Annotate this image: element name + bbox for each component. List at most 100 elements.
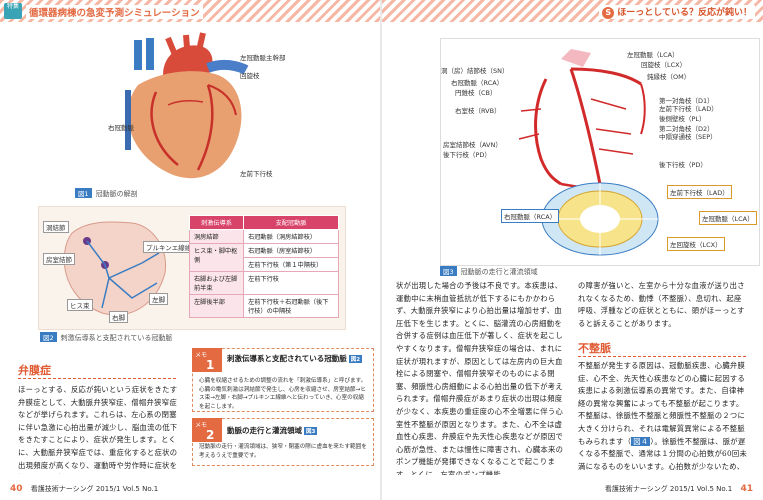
table-header-row: 刺激伝導系 支配冠動脈 — [188, 215, 339, 230]
table-header: 刺激伝導系 — [188, 215, 245, 230]
table-cell: 左前下行枝＋右冠動脈（後下行枝）の中隔枝 — [243, 294, 339, 318]
table-row: 右脚および左脚前半束 左前下行枝 — [188, 271, 339, 295]
page-gutter — [380, 0, 383, 500]
fig3-caption-num: 図3 — [440, 266, 457, 276]
table-row: 左前下行枝（第１中隔枝） — [190, 257, 339, 272]
territory-label-lca: 左冠動脈（LCA） — [699, 211, 757, 225]
fig1-caption-text: 冠動脈の解剖 — [95, 190, 138, 198]
header-s-icon: S — [602, 7, 615, 19]
fig2-caption-text: 刺激伝導系と支配されている冠動脈 — [60, 334, 173, 342]
fig3-label-d1: 第一対角枝（D1） — [659, 97, 714, 105]
table-row: 洞房結節 右冠動脈（洞房結節枝） — [188, 229, 339, 244]
table-cell: ヒス束・脚中枢側 — [188, 243, 245, 272]
body-text-right-bottom: 不整脈が発生する原因は、冠動脈疾患、心臓弁膜症、心不全、先天性心疾患などの心臓に… — [578, 360, 748, 475]
conduction-table: 刺激伝導系 支配冠動脈 洞房結節 右冠動脈（洞房結節枝） ヒス束・脚中枢側 右冠… — [188, 215, 339, 318]
fig2-label-purkinje: プルキンエ線維 — [143, 241, 195, 253]
fig3-label-pl: 後側壁枝（PL） — [659, 115, 706, 123]
territory-label-rca: 右冠動脈（RCA） — [501, 209, 560, 223]
svg-text:1: 1 — [206, 358, 214, 372]
footer-journal-left: 看護技術ナーシング 2015/1 Vol.5 No.1 — [30, 485, 159, 493]
memo-tag-icon: メモ1 — [192, 348, 222, 372]
svg-text:メモ: メモ — [195, 422, 207, 429]
memo2-badge: 図3 — [304, 427, 318, 435]
fig3-label-pd-right: 後下行枝（PD） — [659, 161, 707, 169]
fig3-label-d2: 第二対角枝（D2） — [659, 125, 714, 133]
fig2-label-lbb: 左脚 — [149, 293, 168, 305]
arrhythmia-para-2: 不整脈は、徐脈性不整脈と頻脈性不整脈の２つに大きく分けられ、それは電解質異常によ… — [578, 411, 746, 446]
svg-text:メモ: メモ — [195, 352, 207, 359]
page-number-right: 41 — [740, 484, 753, 494]
table-cell: 右冠動脈（房室結節枝） — [243, 243, 339, 258]
table-row: ヒス束・脚中枢側 右冠動脈（房室結節枝） — [188, 243, 339, 272]
fig1-caption-num: 図1 — [75, 188, 92, 198]
body-text-left: ほーっとする、反応が鈍いという症状をきたす弁膜症として、大動脈弁狭窄症、僧帽弁狭… — [18, 385, 178, 474]
arrhythmia-para-1: 不整脈が発生する原因は、冠動脈疾患、心臓弁膜症、心不全、先天性心疾患などの心臓に… — [578, 361, 746, 408]
fig3-label-rvb: 右室枝（RVB） — [455, 107, 501, 115]
fig2-label-rbb: 右脚 — [109, 311, 128, 323]
table-row: 左脚後半部 左前下行枝＋右冠動脈（後下行枝）の中隔枝 — [188, 294, 339, 318]
table-cell: 右冠動脈（洞房結節枝） — [243, 229, 339, 244]
heart-illustration — [125, 32, 249, 179]
page-number-left: 40 — [10, 484, 23, 494]
fig3-label-sep: 中隔穿通枝（SEP） — [659, 133, 717, 141]
fig3-label-lca: 左冠動脈（LCA） — [627, 51, 679, 59]
section-title-arrhythmia: 不整脈 — [578, 342, 611, 355]
body-text-middle: 状が出現した場合の予後は不良です。本疾患は、運動中に末梢血管抵抗が低下するにもか… — [396, 281, 564, 475]
memo1-title: 刺激伝導系と支配されている冠動脈図2 — [227, 353, 369, 364]
memo2-text: 冠動脈の走行・灌流領域は、狭窄・閉塞の際に虚血を来たす範囲を考えるうえで重要です… — [199, 444, 367, 459]
table-cell: 右脚および左脚前半束 — [188, 271, 245, 295]
fig2-label-sa: 洞結節 — [43, 221, 69, 233]
fig2-caption-num: 図2 — [40, 332, 57, 342]
fig3-label-lcx: 回旋枝（LCX） — [641, 61, 687, 69]
perfusion-territory-diagram — [541, 182, 659, 256]
table-cell: 左前下行枝 — [243, 271, 339, 295]
conduction-system-illustration — [63, 221, 167, 316]
fig2-label-av: 房室結節 — [43, 253, 75, 265]
fig3-label-rca: 右冠動脈（RCA） — [451, 79, 504, 87]
section-title-valve: 弁膜症 — [18, 364, 51, 377]
fig3-label-om: 鈍縁枝（OM） — [647, 73, 691, 81]
header-right-text: ほーっとしている？反応が鈍い！ — [617, 8, 752, 18]
body-text-right-top: の障害が強いと、左室から十分な血液が送り出されなくなるため、動悸（不整脈）、息切… — [578, 281, 745, 328]
left-page: 特集 循環器病棟の急変予測シミュレーション 左冠動脈主幹部 回旋枝 右冠動脈 左… — [0, 0, 381, 500]
fig1-label-lmt: 左冠動脈主幹部 — [240, 54, 286, 62]
arrhythmia-para-3: ）。徐脈性不整脈は、脈が遅くなる不整脈で、通常は１分間の心拍数が60回未満になる… — [578, 436, 748, 471]
fig1-label-rca: 右冠動脈 — [108, 124, 134, 132]
figure-1-box — [68, 30, 316, 188]
fig3-label-lad: 左前下行枝（LAD） — [659, 105, 718, 113]
territory-label-lcx: 左回旋枝（LCX） — [667, 237, 725, 251]
fig1-label-lad: 左前下行枝 — [240, 170, 273, 178]
figure-3-box: 洞（房）結節枝（SN） 右冠動脈（RCA） 円錐枝（CB） 右室枝（RVB） 房… — [440, 38, 760, 266]
table-cell: 洞房結節 — [188, 229, 245, 244]
section-divider — [18, 378, 178, 379]
fig3-label-cb: 円錐枝（CB） — [455, 89, 497, 97]
fig4-badge: 図４ — [631, 436, 651, 446]
figure-2-box: 洞結節 房室結節 ヒス束 プルキンエ線維 左脚 右脚 刺激伝導系 支配冠動脈 洞… — [38, 206, 346, 330]
table-header: 支配冠動脈 — [243, 215, 339, 230]
memo-tag-icon: メモ2 — [192, 418, 222, 442]
table-cell: 左前下行枝（第１中隔枝） — [243, 257, 339, 272]
memo1-badge: 図2 — [348, 355, 363, 363]
memo2-title: 動脈の走行と灌流領域図3 — [227, 425, 369, 436]
section-divider — [578, 356, 748, 357]
memo1-text: 心臓を収縮させるための調整の流れを「刺激伝導系」と呼びます。心臓の電気刺激は洞結… — [199, 378, 367, 410]
fig3-label-pd-left: 後下行枝（PD） — [443, 151, 491, 159]
fig3-caption-text: 冠動脈の走行と灌流領域 — [460, 268, 538, 276]
header-title: 循環器病棟の急変予測シミュレーション — [26, 5, 203, 19]
fig3-label-avn: 房室結節枝（AVN） — [443, 141, 502, 149]
footer-right: 看護技術ナーシング 2015/1 Vol.5 No.1 41 — [605, 484, 753, 494]
fig2-label-his: ヒス束 — [67, 299, 93, 311]
memo1-title-text: 刺激伝導系と支配されている冠動脈 — [227, 354, 347, 363]
fig3-label-sn: 洞（房）結節枝（SN） — [441, 67, 509, 75]
svg-text:2: 2 — [206, 428, 214, 442]
territory-label-lad: 左前下行枝（LAD） — [667, 185, 732, 199]
header-tag: 特集 — [4, 3, 22, 19]
table-cell: 左脚後半部 — [188, 294, 245, 318]
